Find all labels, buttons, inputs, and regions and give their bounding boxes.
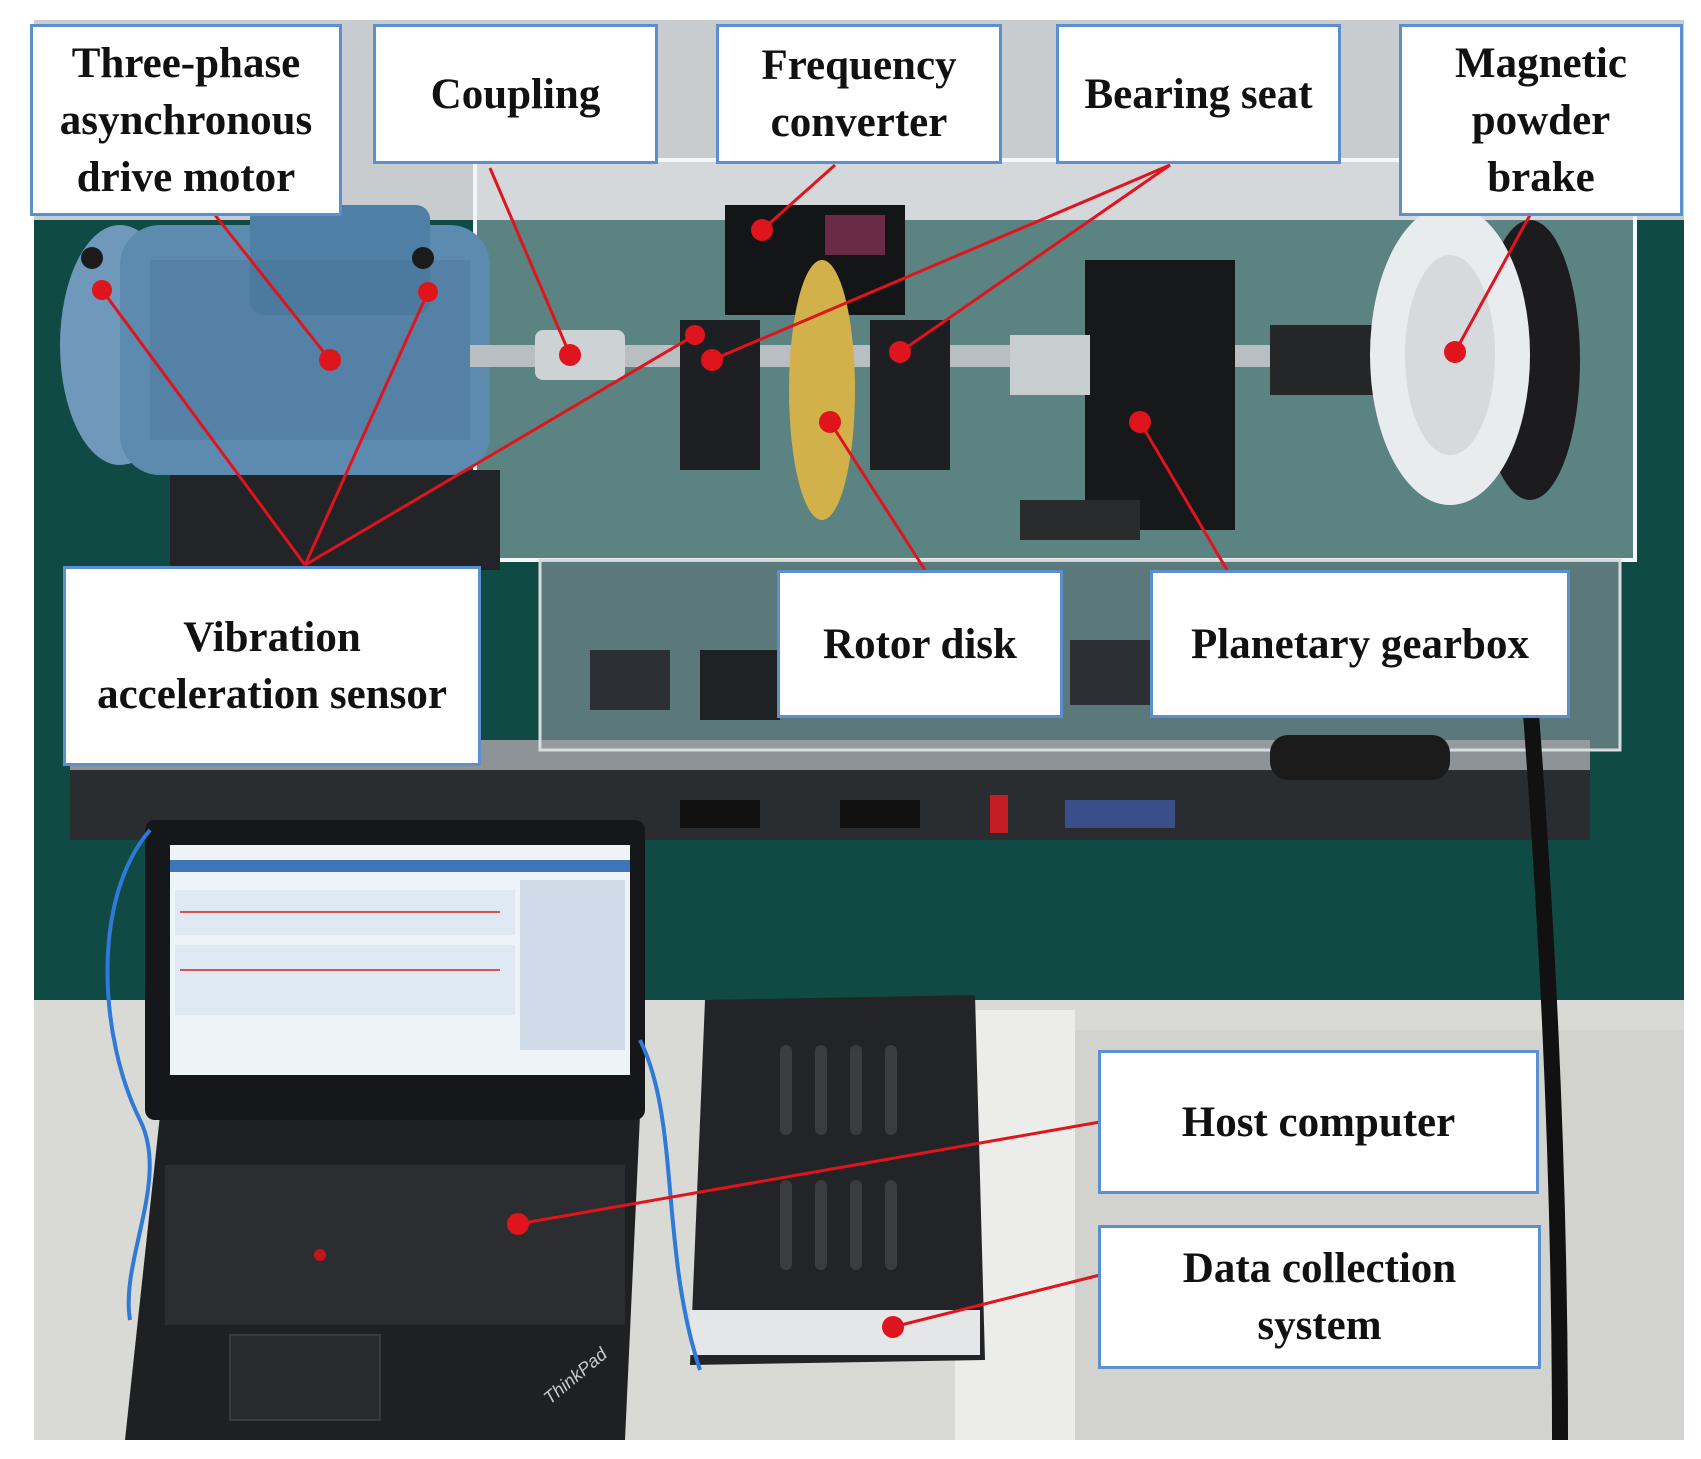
- label-three-phase-motor: Three-phase asynchronous drive motor: [30, 24, 342, 216]
- touchpad: [229, 1334, 381, 1421]
- blue-cable-1: [105, 828, 152, 1321]
- daq-box: [690, 995, 985, 1365]
- leader-sensor-1: [100, 289, 307, 566]
- dot-bearing-2: [889, 341, 911, 363]
- label-motor-line-1: Three-phase: [71, 39, 301, 87]
- daq-grille-5: [780, 1180, 792, 1270]
- dot-rotor: [819, 411, 841, 433]
- label-converter-line-2: converter: [770, 99, 948, 146]
- label-motor-line-2: asynchronous: [59, 96, 313, 144]
- keyboard: [165, 1165, 625, 1325]
- daq-grille-2: [815, 1045, 827, 1135]
- leader-sensor-2: [303, 291, 430, 566]
- label-gearbox-text: Planetary gearbox: [1191, 620, 1529, 668]
- label-bearing-seat: Bearing seat: [1056, 24, 1341, 164]
- dot-brake: [1444, 341, 1466, 363]
- terminal-block-2: [1070, 640, 1150, 705]
- relay-box: [700, 650, 780, 720]
- label-frequency-converter: Frequency converter: [716, 24, 1002, 164]
- leader-lines: [100, 163, 1532, 1329]
- label-coupling: Coupling: [373, 24, 658, 164]
- label-sensor-line-1: Vibration: [183, 614, 361, 661]
- dot-motor: [319, 349, 341, 371]
- rotor-disk-shape: [789, 260, 855, 520]
- black-cable: [1522, 699, 1568, 1441]
- leader-bearing-1: [711, 163, 1171, 362]
- dot-daq: [882, 1316, 904, 1338]
- brake-coupling: [1270, 325, 1380, 395]
- screen-header: [170, 860, 630, 872]
- label-daq-line-2: system: [1257, 1302, 1382, 1349]
- leader-converter: [761, 163, 836, 232]
- leader-dots: [92, 219, 1466, 1338]
- label-magnetic-powder-brake: Magnetic powder brake: [1399, 24, 1683, 216]
- dot-host: [507, 1213, 529, 1235]
- daq-grille-6: [815, 1180, 827, 1270]
- label-host-computer: Host computer: [1098, 1050, 1539, 1194]
- daq-grille-8: [885, 1180, 897, 1270]
- motor-stand: [170, 470, 500, 570]
- converter-keypad: [825, 215, 885, 255]
- motor-fins: [150, 260, 470, 440]
- label-brake-line-3: brake: [1487, 153, 1595, 201]
- handle: [1270, 735, 1450, 780]
- motor-terminal-box: [250, 205, 430, 315]
- label-brake-line-1: Magnetic: [1455, 39, 1627, 87]
- label-brake-line-2: powder: [1471, 96, 1611, 144]
- label-data-collection-system: Data collection system: [1098, 1225, 1541, 1369]
- display-1: [680, 800, 760, 828]
- leader-coupling: [488, 167, 572, 356]
- leader-brake: [1453, 214, 1532, 353]
- daq-grille-1: [780, 1045, 792, 1135]
- dot-coupling: [559, 344, 581, 366]
- display-2: [840, 800, 920, 828]
- dot-gearbox: [1129, 411, 1151, 433]
- gearbox-body: [1085, 260, 1235, 530]
- switch-panel: [1065, 800, 1175, 828]
- label-vibration-sensor: Vibration acceleration sensor: [63, 566, 481, 766]
- label-planetary-gearbox: Planetary gearbox: [1150, 570, 1570, 718]
- leader-gearbox: [1138, 421, 1232, 576]
- label-daq-line-1: Data collection: [1182, 1245, 1457, 1292]
- dot-sensor-1: [92, 280, 112, 300]
- dot-sensor-2: [418, 282, 438, 302]
- dot-converter: [751, 219, 773, 241]
- leader-rotor: [828, 421, 927, 571]
- label-bearing-text: Bearing seat: [1084, 70, 1313, 118]
- leader-daq: [892, 1273, 1101, 1329]
- blue-cable-2: [638, 1039, 702, 1371]
- label-rotor-text: Rotor disk: [823, 620, 1017, 668]
- screen-side-panel: [520, 880, 625, 1050]
- label-motor-line-3: drive motor: [76, 153, 296, 201]
- screen-band-2: [175, 945, 515, 1015]
- label-host-text: Host computer: [1181, 1098, 1456, 1146]
- switch: [990, 795, 1008, 833]
- daq-grille-4: [885, 1045, 897, 1135]
- leader-motor: [213, 214, 332, 361]
- trackpoint: [314, 1249, 326, 1261]
- dot-bearing-1: [701, 349, 723, 371]
- label-sensor-line-2: acceleration sensor: [97, 671, 447, 718]
- terminal-block-1: [590, 650, 670, 710]
- leader-host: [517, 1120, 1101, 1226]
- daq-grille-7: [850, 1180, 862, 1270]
- label-converter-line-1: Frequency: [761, 42, 957, 89]
- gearbox-stand: [1020, 500, 1140, 540]
- label-rotor-disk: Rotor disk: [777, 570, 1063, 718]
- leader-sensor-3: [304, 333, 696, 567]
- sensor-dot-2: [412, 247, 434, 269]
- label-coupling-text: Coupling: [430, 70, 601, 118]
- bearing-seat-right: [870, 320, 950, 470]
- dot-sensor-3: [685, 325, 705, 345]
- leader-bearing-2: [899, 163, 1171, 354]
- daq-grille-3: [850, 1045, 862, 1135]
- sensor-dot-1: [81, 247, 103, 269]
- gearbox-flange: [1010, 335, 1090, 395]
